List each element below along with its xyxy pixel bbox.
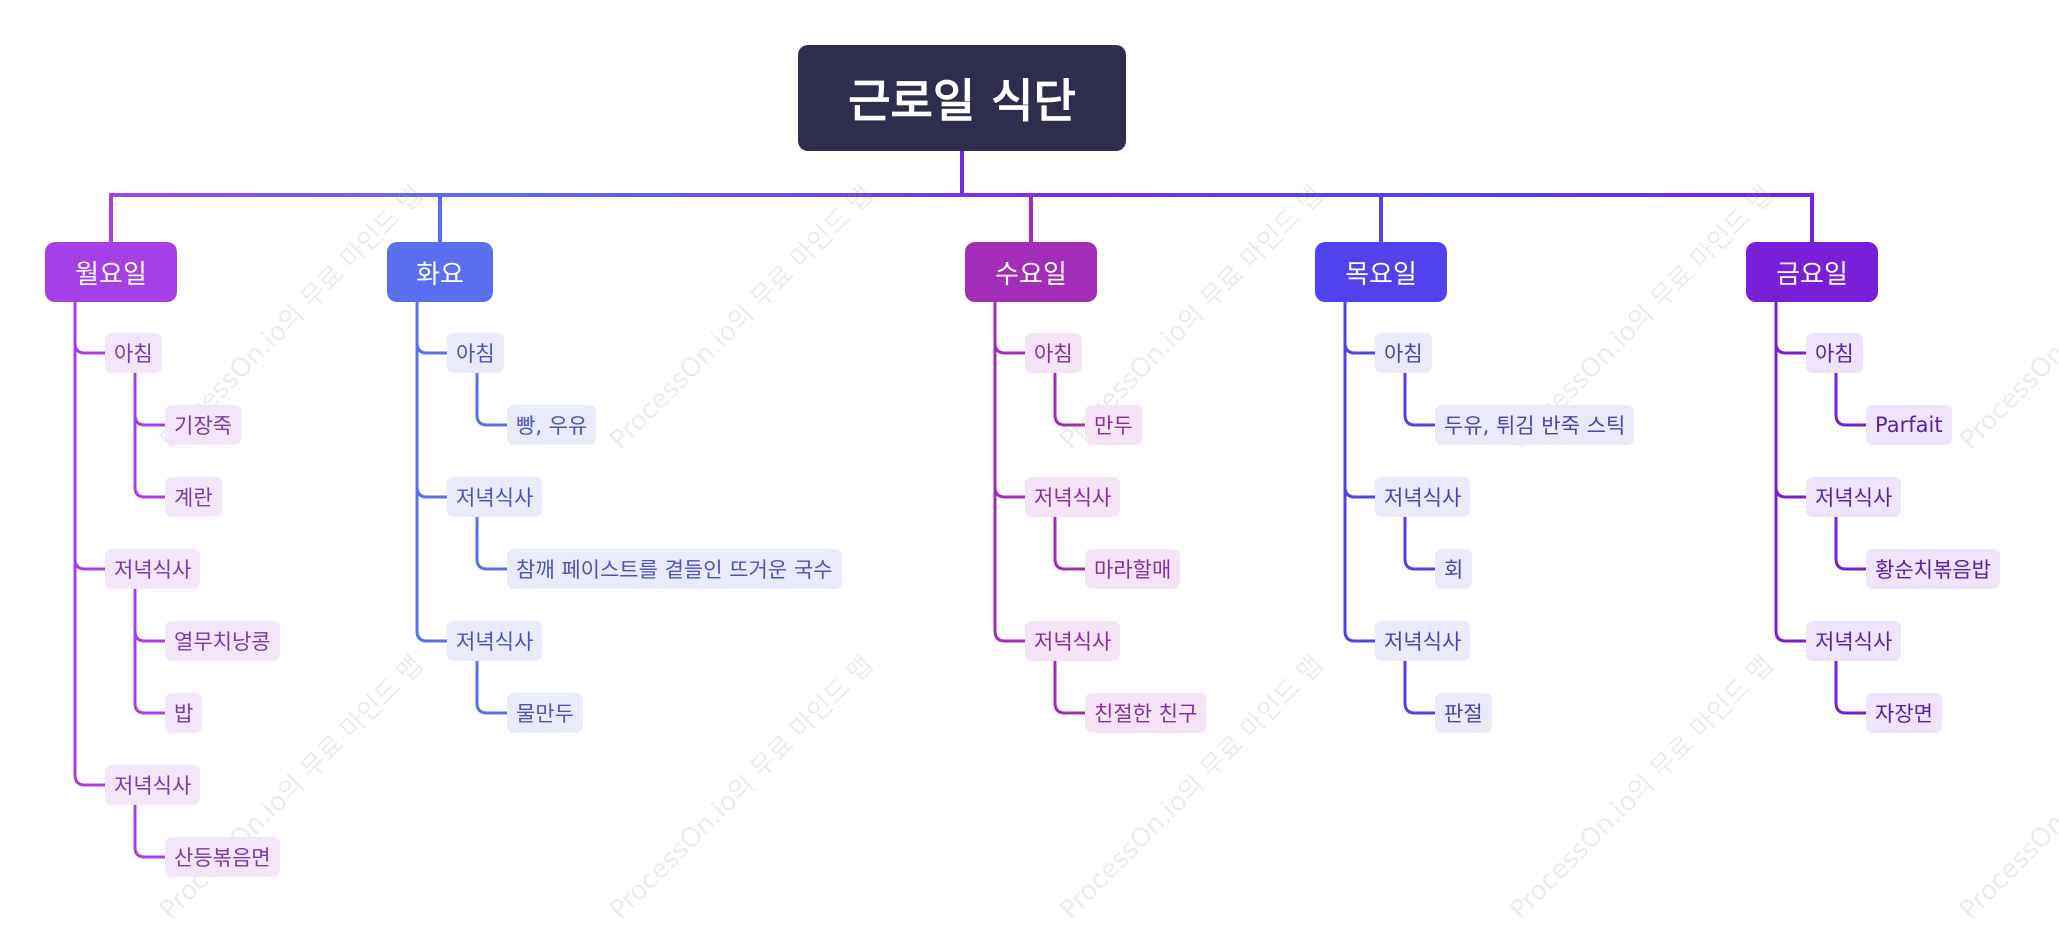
meal-node[interactable]: 저녁식사 xyxy=(105,765,201,805)
food-item-node[interactable]: 기장죽 xyxy=(165,405,241,445)
food-item-node[interactable]: 열무치낭콩 xyxy=(165,621,280,661)
meal-node[interactable]: 저녁식사 xyxy=(1375,477,1471,517)
connector-line xyxy=(73,341,107,355)
connector-line xyxy=(475,659,509,715)
connector-line xyxy=(1834,371,1868,427)
connector-line xyxy=(415,341,449,355)
meal-node[interactable]: 저녁식사 xyxy=(447,621,543,661)
connector-line xyxy=(1343,485,1377,499)
meal-node[interactable]: 저녁식사 xyxy=(1806,621,1902,661)
day-node[interactable]: 목요일 xyxy=(1315,242,1447,302)
food-item-node[interactable]: 밥 xyxy=(165,693,203,733)
connector-line xyxy=(133,587,167,715)
connector-line xyxy=(1053,371,1087,427)
food-item-node[interactable]: 물만두 xyxy=(507,693,583,733)
connector-line xyxy=(415,300,449,643)
connector-line xyxy=(1774,341,1808,355)
meal-node[interactable]: 아침 xyxy=(1375,333,1432,373)
connector-line xyxy=(1834,659,1868,715)
food-item-node[interactable]: 빵, 우유 xyxy=(507,405,597,445)
meal-node[interactable]: 저녁식사 xyxy=(447,477,543,517)
day-node[interactable]: 월요일 xyxy=(45,242,177,302)
connector-line xyxy=(133,803,167,859)
meal-node[interactable]: 아침 xyxy=(447,333,504,373)
food-item-node[interactable]: 참깨 페이스트를 곁들인 뜨거운 국수 xyxy=(507,549,842,589)
connector-line xyxy=(133,371,167,499)
food-item-node[interactable]: 두유, 튀김 반죽 스틱 xyxy=(1435,405,1635,445)
connector-line xyxy=(133,413,167,427)
food-item-node[interactable]: 만두 xyxy=(1085,405,1142,445)
connector-line xyxy=(133,629,167,643)
meal-node[interactable]: 아침 xyxy=(1806,333,1863,373)
connector-line xyxy=(1834,515,1868,571)
food-item-node[interactable]: 판절 xyxy=(1435,693,1492,733)
food-item-node[interactable]: 자장면 xyxy=(1866,693,1942,733)
food-item-node[interactable]: 계란 xyxy=(165,477,222,517)
food-item-node[interactable]: 산등볶음면 xyxy=(165,837,280,877)
connector-line xyxy=(993,485,1027,499)
connector-line xyxy=(1403,371,1437,427)
meal-node[interactable]: 저녁식사 xyxy=(1025,477,1121,517)
meal-node[interactable]: 저녁식사 xyxy=(105,549,201,589)
connector-line xyxy=(993,341,1027,355)
connector-line xyxy=(415,485,449,499)
connector-line xyxy=(1774,485,1808,499)
connector-line xyxy=(73,557,107,571)
food-item-node[interactable]: 마라할매 xyxy=(1085,549,1181,589)
connector-line xyxy=(993,300,1027,643)
meal-node[interactable]: 저녁식사 xyxy=(1025,621,1121,661)
connector-line xyxy=(1343,300,1377,643)
connector-line xyxy=(1774,300,1808,643)
food-item-node[interactable]: Parfait xyxy=(1866,405,1952,445)
connector-line xyxy=(475,515,509,571)
day-node[interactable]: 화요 xyxy=(387,242,493,302)
connector-line xyxy=(1403,515,1437,571)
connector-line xyxy=(1343,341,1377,355)
meal-node[interactable]: 저녁식사 xyxy=(1806,477,1902,517)
meal-node[interactable]: 아침 xyxy=(1025,333,1082,373)
connector-line xyxy=(1053,515,1087,571)
connector-line xyxy=(1053,659,1087,715)
day-node[interactable]: 수요일 xyxy=(965,242,1097,302)
meal-node[interactable]: 저녁식사 xyxy=(1375,621,1471,661)
day-node[interactable]: 금요일 xyxy=(1746,242,1878,302)
connector-line xyxy=(475,371,509,427)
food-item-node[interactable]: 친절한 친구 xyxy=(1085,693,1207,733)
food-item-node[interactable]: 황순치볶음밥 xyxy=(1866,549,2000,589)
meal-node[interactable]: 아침 xyxy=(105,333,162,373)
root-node-title[interactable]: 근로일 식단 xyxy=(798,45,1126,151)
connector-line xyxy=(73,300,107,787)
connector-line xyxy=(1403,659,1437,715)
food-item-node[interactable]: 회 xyxy=(1435,549,1473,589)
